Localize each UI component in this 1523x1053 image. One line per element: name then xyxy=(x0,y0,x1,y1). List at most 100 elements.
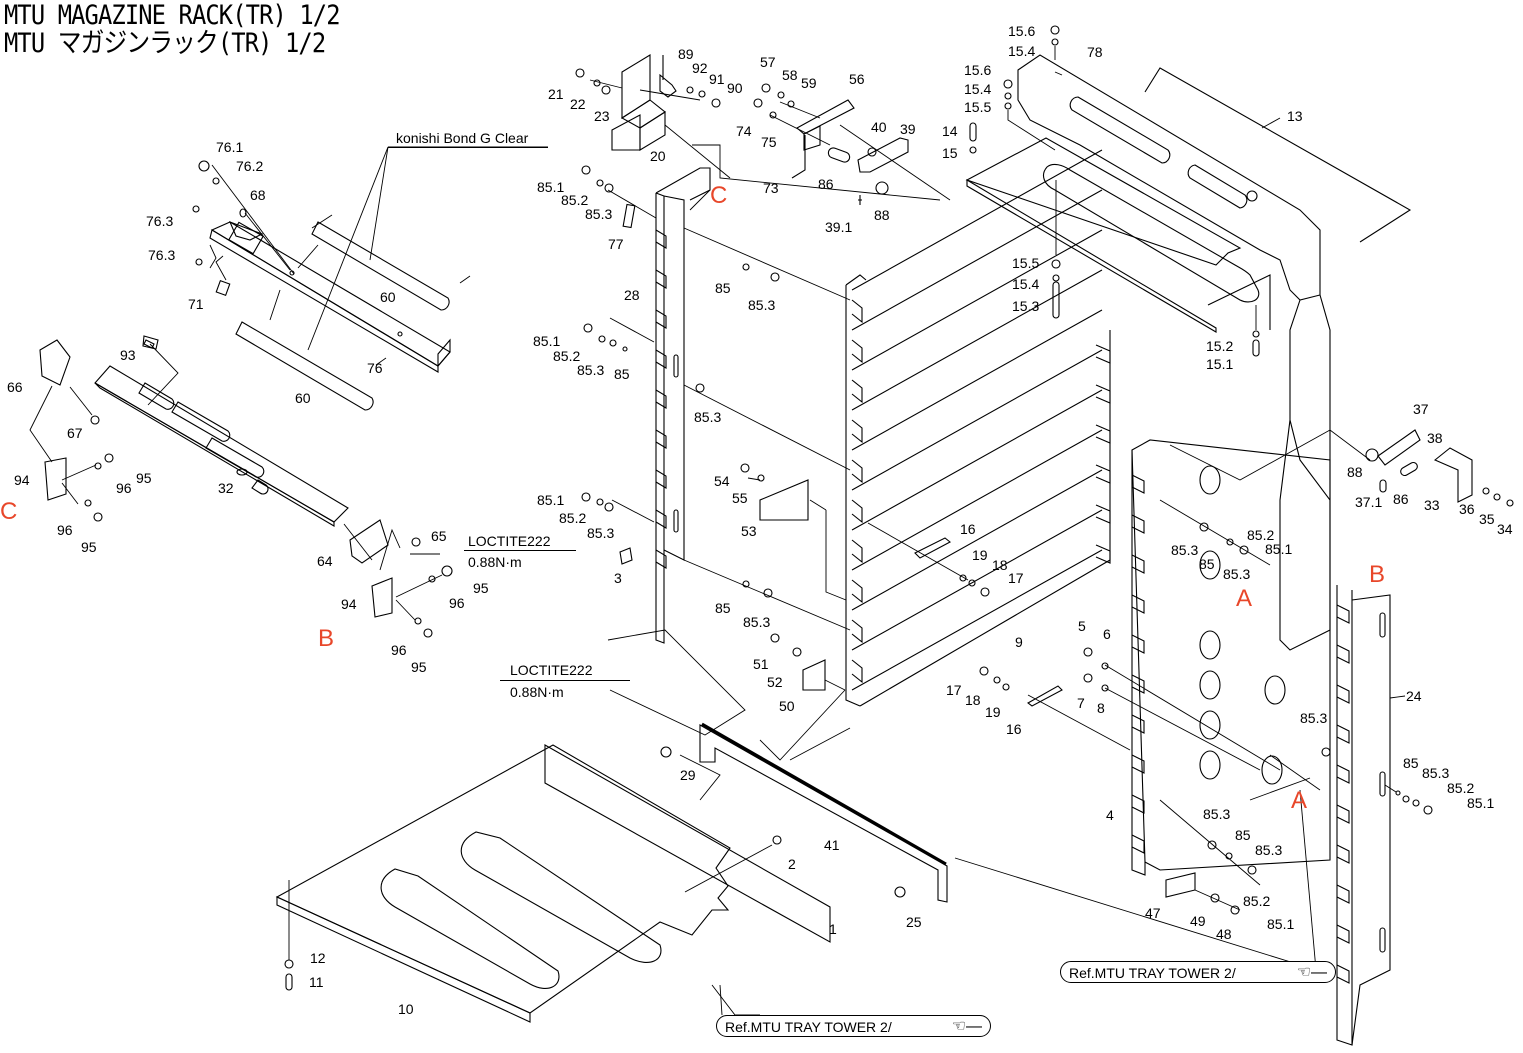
part-label-17: 17 xyxy=(946,682,962,698)
part-label-25: 25 xyxy=(906,914,922,930)
part-label-60: 60 xyxy=(295,390,311,406)
label-leaders xyxy=(311,71,1406,699)
part-label-85-1: 85.1 xyxy=(533,333,561,349)
part-label-13: 13 xyxy=(1287,108,1303,124)
reference-tray-tower-bottom[interactable]: Ref.MTU TRAY TOWER 2/ ☜— xyxy=(716,1015,991,1037)
part-label-24: 24 xyxy=(1406,688,1422,704)
magazine-rack-fasteners xyxy=(740,463,1010,691)
part-label-2: 2 xyxy=(788,856,796,872)
part-label-16: 16 xyxy=(960,521,976,537)
part-label-41: 41 xyxy=(824,837,840,853)
part-label-52: 52 xyxy=(767,674,783,690)
part-label-85-3: 85.3 xyxy=(1223,566,1251,582)
part-label-93: 93 xyxy=(120,347,136,363)
part-label-8: 8 xyxy=(1097,700,1105,716)
part-label-95: 95 xyxy=(411,659,427,675)
part-label-64: 64 xyxy=(317,553,333,569)
bracket-41 xyxy=(699,722,948,903)
part-label-5: 5 xyxy=(1078,618,1086,634)
part-label-65: 65 xyxy=(431,528,447,544)
part-label-85-1: 85.1 xyxy=(537,179,565,195)
base-plate-side-panel-1 xyxy=(544,744,831,943)
connection-marker-c-top: C xyxy=(710,182,728,209)
part-label-91: 91 xyxy=(709,71,725,87)
part-label-58: 58 xyxy=(782,67,798,83)
part-label-56: 56 xyxy=(849,71,865,87)
reference-tray-tower-right[interactable]: Ref.MTU TRAY TOWER 2/ ☜— xyxy=(1060,961,1336,983)
part-label-94: 94 xyxy=(14,472,30,488)
part-label-48: 48 xyxy=(1216,926,1232,942)
arm-76-assembly xyxy=(209,221,451,411)
part-label-15-6: 15.6 xyxy=(1008,23,1036,39)
beam-32-assembly xyxy=(39,335,393,618)
part-label-85-2: 85.2 xyxy=(559,510,587,526)
part-label-85-3: 85.3 xyxy=(577,362,605,378)
part-label-51: 51 xyxy=(753,656,769,672)
loctite-note-1-underline xyxy=(464,550,576,551)
part-label-3: 3 xyxy=(614,570,622,586)
part-label-85: 85 xyxy=(715,280,731,296)
part-label-10: 10 xyxy=(398,1001,414,1017)
part-label-39: 39 xyxy=(900,121,916,137)
part-label-85-3: 85.3 xyxy=(1171,542,1199,558)
part-label-74: 74 xyxy=(736,123,752,139)
part-label-78: 78 xyxy=(1087,44,1103,60)
part-label-18: 18 xyxy=(965,692,981,708)
magazine-rack-9 xyxy=(759,149,1111,707)
reference-text: Ref.MTU TRAY TOWER 2/ xyxy=(1069,965,1236,981)
connection-marker-c-left: C xyxy=(0,498,18,525)
part-label-14: 14 xyxy=(942,123,958,139)
part-label-85-3: 85.3 xyxy=(743,614,771,630)
part-label-55: 55 xyxy=(732,490,748,506)
part-label-22: 22 xyxy=(570,96,586,112)
part-label-88: 88 xyxy=(874,207,890,223)
part-label-94: 94 xyxy=(341,596,357,612)
part-label-85-3: 85.3 xyxy=(1300,710,1328,726)
part-label-40: 40 xyxy=(871,119,887,135)
adhesive-note-underline xyxy=(388,147,548,148)
pointing-hand-icon: ☜— xyxy=(951,1018,982,1035)
part-label-86: 86 xyxy=(1393,491,1409,507)
part-label-19: 19 xyxy=(972,547,988,563)
part-label-34: 34 xyxy=(1497,521,1513,537)
part-label-57: 57 xyxy=(760,54,776,70)
part-label-85-2: 85.2 xyxy=(1243,893,1271,909)
part-label-85-3: 85.3 xyxy=(1422,765,1450,781)
magazine-rack-leader-lines xyxy=(747,477,1131,761)
adhesive-note: konishi Bond G Clear xyxy=(396,130,529,146)
part-label-71: 71 xyxy=(188,296,204,312)
part-label-67: 67 xyxy=(67,425,83,441)
part-label-85-1: 85.1 xyxy=(1265,541,1293,557)
part-label-15-6: 15.6 xyxy=(964,62,992,78)
part-label-85-3: 85.3 xyxy=(587,525,615,541)
part-label-12: 12 xyxy=(310,950,326,966)
part-label-95: 95 xyxy=(473,580,489,596)
connection-marker-a-upper: A xyxy=(1236,585,1253,612)
part-label-7: 7 xyxy=(1077,695,1085,711)
part-label-85-2: 85.2 xyxy=(1247,527,1275,543)
part-label-92: 92 xyxy=(692,60,708,76)
top-plate-fasteners xyxy=(969,25,1260,357)
part-label-85-3: 85.3 xyxy=(748,297,776,313)
part-label-1: 1 xyxy=(829,921,837,937)
part-label-85: 85 xyxy=(1403,755,1419,771)
part-label-15-2: 15.2 xyxy=(1206,338,1234,354)
loctite-note-2-underline xyxy=(500,680,630,681)
part-label-85-1: 85.1 xyxy=(1267,916,1295,932)
part-label-89: 89 xyxy=(678,46,694,62)
top-brackets-leader-lines xyxy=(589,79,951,201)
part-label-85-3: 85.3 xyxy=(585,206,613,222)
part-label-95: 95 xyxy=(136,470,152,486)
loctite-note-2-torque: 0.88N·m xyxy=(510,684,564,700)
part-label-50: 50 xyxy=(779,698,795,714)
part-label-19: 19 xyxy=(985,704,1001,720)
part-label-15-3: 15.3 xyxy=(1012,298,1040,314)
loctite-note-1-torque: 0.88N·m xyxy=(468,554,522,570)
part-label-77: 77 xyxy=(608,236,624,252)
part-label-85-2: 85.2 xyxy=(1447,780,1475,796)
part-label-37-1: 37.1 xyxy=(1355,494,1383,510)
part-label-17: 17 xyxy=(1008,570,1024,586)
part-label-35: 35 xyxy=(1479,511,1495,527)
part-label-66: 66 xyxy=(7,379,23,395)
part-label-76-3: 76.3 xyxy=(146,213,174,229)
